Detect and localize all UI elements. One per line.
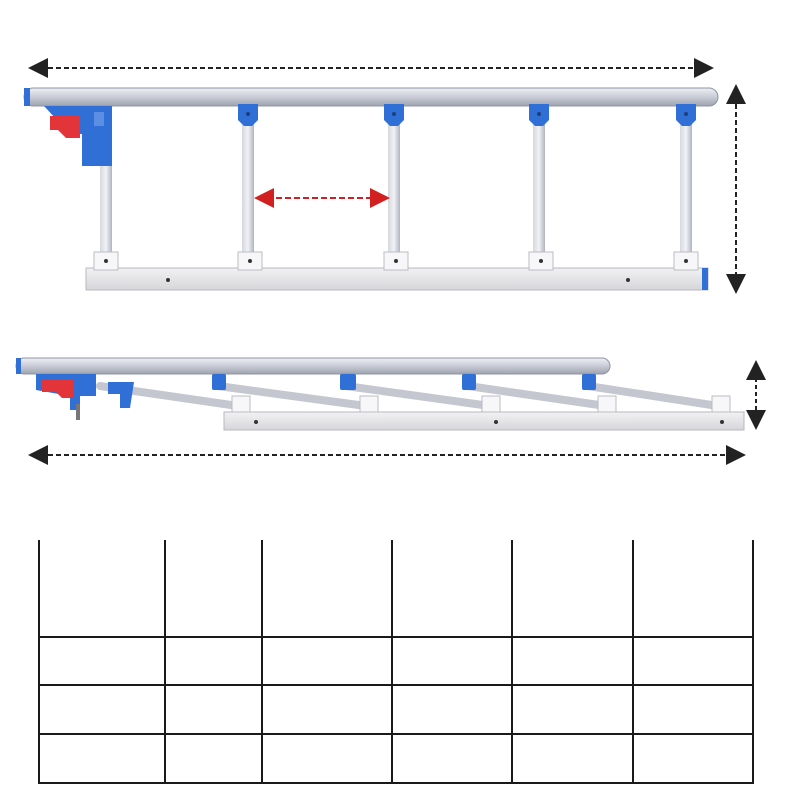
- table-cell: [511, 635, 634, 687]
- post-5: [680, 122, 692, 266]
- posts: [100, 122, 692, 266]
- bed-rail-illustration: [15, 58, 766, 465]
- lock-latch-icon: [44, 106, 112, 166]
- table-cell: [391, 684, 513, 736]
- post-1: [100, 166, 112, 266]
- base-bar: [85, 267, 709, 291]
- table-cell: [164, 540, 263, 638]
- post-2: [242, 122, 254, 266]
- table-header-row: [38, 540, 754, 638]
- post-3: [388, 122, 400, 266]
- table-cell: [164, 684, 263, 736]
- table-cell: [38, 540, 166, 638]
- table-row: [38, 635, 754, 687]
- folded-top-rail-tube: [15, 357, 611, 375]
- table-cell: [164, 635, 263, 687]
- table-cell: [511, 540, 634, 638]
- table-cell: [391, 540, 513, 638]
- rail-end-cap: [24, 88, 30, 106]
- folded-posts: [96, 382, 722, 410]
- table-cell: [632, 540, 754, 638]
- table-cell: [632, 635, 754, 687]
- table-cell: [261, 635, 393, 687]
- table-cell: [511, 684, 634, 736]
- upright-rail-view: [23, 58, 746, 294]
- table-cell: [391, 733, 513, 784]
- post-bracket-icon: [238, 104, 696, 126]
- table-cell: [391, 635, 513, 687]
- table-cell: [261, 684, 393, 736]
- spec-table: [38, 540, 754, 784]
- post-4: [533, 122, 545, 266]
- table-cell: [38, 635, 166, 687]
- folded-post-bracket-icon: [212, 374, 596, 390]
- top-rail-tube: [23, 87, 719, 107]
- table-row: [38, 684, 754, 736]
- table-cell: [38, 684, 166, 736]
- folded-base-bar: [223, 411, 745, 431]
- folded-lock-latch-icon: [36, 374, 134, 420]
- table-row: [38, 733, 754, 784]
- table-cell: [261, 733, 393, 784]
- table-cell: [511, 733, 634, 784]
- table-cell: [632, 733, 754, 784]
- table-cell: [164, 733, 263, 784]
- folded-rail-view: [15, 357, 766, 465]
- table-cell: [632, 684, 754, 736]
- table-cell: [261, 540, 393, 638]
- table-cell: [38, 733, 166, 784]
